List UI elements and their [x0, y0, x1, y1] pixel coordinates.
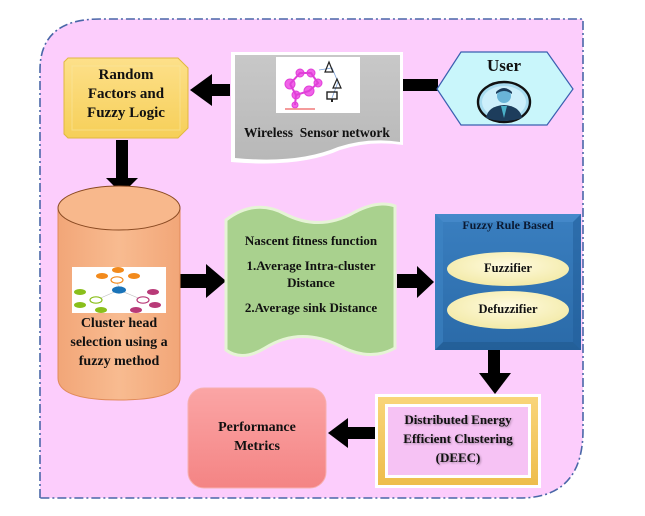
- deec-line2: Efficient Clustering: [403, 431, 513, 446]
- random-factors-node: [63, 57, 189, 139]
- defuzzifier-ellipse: [447, 291, 569, 329]
- performance-label: Performance Metrics: [188, 418, 326, 456]
- wsn-node: [231, 52, 403, 164]
- arrow-fuzzy-to-deec: [479, 349, 511, 394]
- cluster-head-node: [57, 185, 181, 401]
- fitness-item2: 2.Average sink Distance: [244, 300, 378, 315]
- arrow-wsn-to-random: [190, 74, 230, 106]
- arrow-deec-to-performance: [328, 418, 380, 448]
- defuzzifier-label: Defuzzifier: [478, 302, 538, 316]
- wsn-label: Wireless Sensor network: [244, 125, 390, 140]
- deec-label: Distributed Energy Efficient Clustering …: [385, 410, 531, 467]
- deec-line1: Distributed Energy: [404, 412, 512, 427]
- fuzzy-rule-node: [435, 214, 581, 350]
- fitness-item1a: 1.Average Intra-cluster: [246, 258, 376, 273]
- deec-node: [375, 394, 541, 488]
- fuzzifier-ellipse: [447, 252, 569, 286]
- user-label: User: [487, 56, 521, 75]
- deec-line3: (DEEC): [435, 450, 481, 465]
- random-factors-label: Random Factors and Fuzzy Logic: [64, 66, 188, 123]
- user-node: [436, 51, 574, 126]
- cluster-head-line1: Cluster head: [80, 316, 158, 331]
- performance-line1: Performance: [218, 420, 296, 435]
- cluster-head-line3: fuzzy method: [78, 354, 160, 369]
- fitness-node: [224, 202, 397, 357]
- random-factors-line1: Random: [98, 67, 154, 83]
- network-graph-icon-detail: [284, 60, 342, 110]
- fuzzifier-label: Fuzzifier: [484, 261, 532, 275]
- random-factors-line3: Fuzzy Logic: [87, 105, 165, 121]
- performance-line2: Metrics: [234, 439, 280, 454]
- arrow-cluster-to-fitness: [180, 264, 226, 298]
- cluster-head-line2: selection using a: [70, 335, 168, 350]
- fitness-item1b: Distance: [287, 275, 335, 290]
- fuzzy-rule-title: Fuzzy Rule Based: [462, 218, 554, 232]
- performance-node: [187, 387, 327, 489]
- cluster-head-label: Cluster head selection using a fuzzy met…: [56, 314, 182, 371]
- arrow-fitness-to-fuzzy: [397, 266, 434, 298]
- user-avatar-icon: [476, 80, 532, 124]
- fitness-title: Nascent fitness function: [244, 233, 378, 248]
- fitness-label: Nascent fitness function 1.Average Intra…: [226, 232, 396, 316]
- cluster-map-icon-detail: [74, 267, 161, 313]
- random-factors-line2: Factors and: [87, 86, 165, 102]
